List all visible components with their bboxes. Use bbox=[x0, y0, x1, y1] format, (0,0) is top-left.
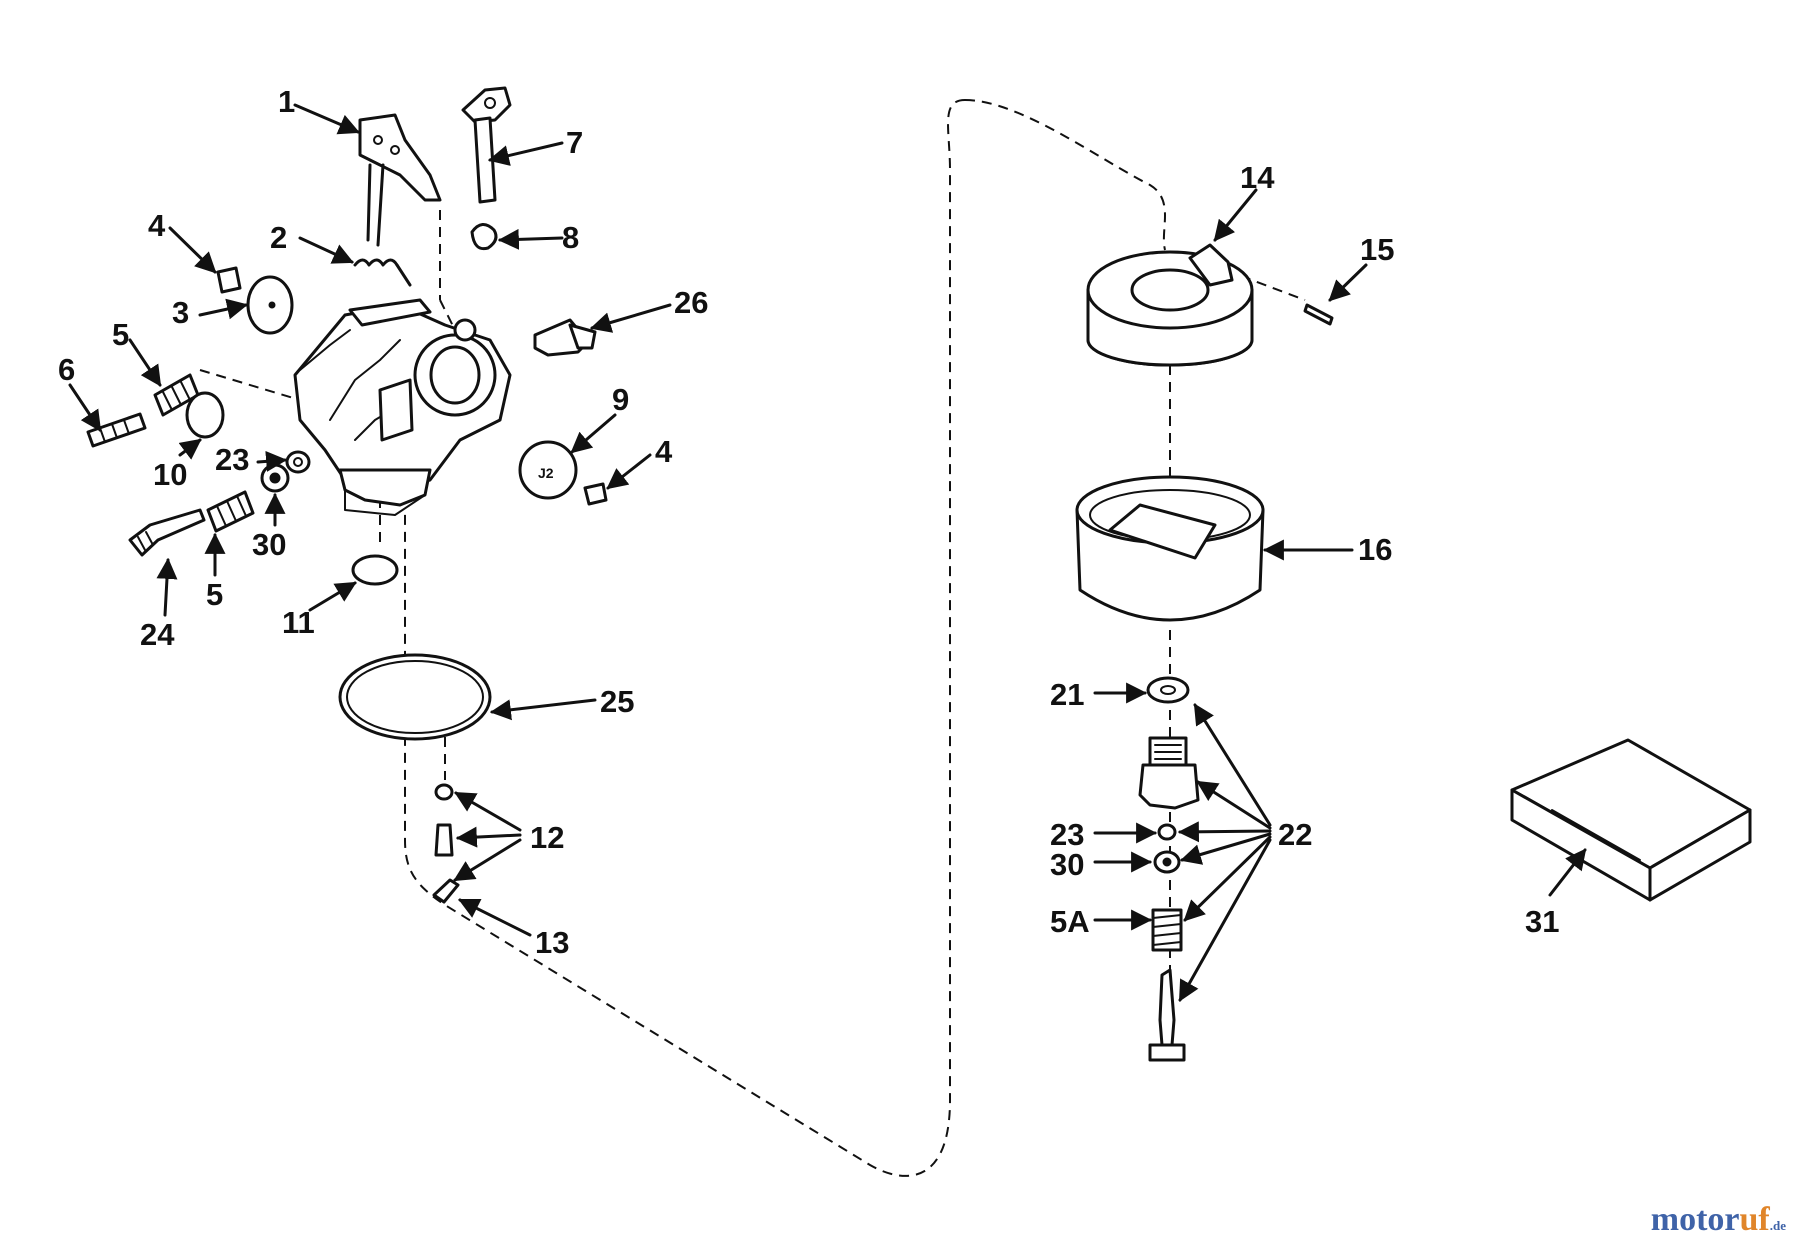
float-part bbox=[1086, 243, 1254, 367]
callout-labels: 1 7 8 2 4 3 5 6 10 23 30 5 24 11 26 9 4 … bbox=[58, 84, 1559, 960]
callout-14: 14 bbox=[1240, 160, 1275, 195]
right-seal-part bbox=[1153, 850, 1181, 874]
callout-7: 7 bbox=[566, 125, 583, 160]
bowl-gasket-part bbox=[338, 653, 492, 741]
watermark-logo: motoruf.de bbox=[1651, 1201, 1786, 1239]
callout-23a: 23 bbox=[215, 442, 249, 477]
bowl-nut-part bbox=[1138, 736, 1200, 810]
seal-part bbox=[260, 463, 290, 493]
needle-valve-part bbox=[128, 508, 206, 557]
callout-5b: 5 bbox=[206, 577, 223, 612]
needle-spring-part bbox=[153, 373, 255, 533]
callout-15: 15 bbox=[1360, 232, 1394, 267]
callout-24: 24 bbox=[140, 617, 175, 652]
shutter-screw-part bbox=[216, 266, 608, 506]
callout-25: 25 bbox=[600, 684, 634, 719]
watermark-part3: .de bbox=[1769, 1218, 1786, 1233]
o-ring-part bbox=[185, 391, 225, 439]
callout-22: 22 bbox=[1278, 817, 1312, 852]
gasket-kit-part bbox=[1510, 738, 1752, 902]
callout-5a: 5 bbox=[112, 317, 129, 352]
throttle-spring-part bbox=[353, 258, 412, 287]
needle-clip-part bbox=[432, 878, 460, 904]
callout-10: 10 bbox=[153, 457, 187, 492]
throttle-lever-part bbox=[358, 113, 442, 247]
carburetor-body bbox=[293, 298, 512, 516]
callout-5A: 5A bbox=[1050, 904, 1090, 939]
inlet-needle-part bbox=[434, 783, 454, 857]
callout-16: 16 bbox=[1358, 532, 1392, 567]
main-spring-part bbox=[1151, 908, 1183, 952]
svg-text:J2: J2 bbox=[538, 465, 554, 481]
choke-spring-part bbox=[470, 223, 498, 251]
float-pin-part bbox=[1303, 303, 1334, 326]
throttle-shutter-part bbox=[246, 275, 294, 335]
callout-30a: 30 bbox=[252, 527, 286, 562]
callout-2: 2 bbox=[270, 220, 287, 255]
callout-1: 1 bbox=[278, 84, 295, 119]
callout-21: 21 bbox=[1050, 677, 1084, 712]
callout-6: 6 bbox=[58, 352, 75, 387]
choke-shutter-part: J2 bbox=[518, 440, 578, 500]
callout-arrows bbox=[68, 103, 1587, 1002]
callout-23b: 23 bbox=[1050, 817, 1084, 852]
choke-lever-part bbox=[461, 86, 512, 204]
right-washer-part bbox=[1157, 823, 1177, 841]
watermark-part2: uf bbox=[1739, 1201, 1770, 1238]
callout-12: 12 bbox=[530, 820, 564, 855]
fuel-fitting-part bbox=[533, 318, 597, 357]
main-needle-part bbox=[1148, 968, 1186, 1062]
welch-plug-part bbox=[351, 554, 399, 586]
callout-8: 8 bbox=[562, 220, 579, 255]
washer-part bbox=[285, 450, 311, 474]
callout-30b: 30 bbox=[1050, 847, 1084, 882]
callout-4a: 4 bbox=[148, 208, 166, 243]
callout-31: 31 bbox=[1525, 904, 1559, 939]
bowl-washer-part bbox=[1146, 676, 1190, 704]
idle-screw-part bbox=[86, 412, 147, 448]
callout-4b: 4 bbox=[655, 434, 673, 469]
callout-13: 13 bbox=[535, 925, 569, 960]
callout-3: 3 bbox=[172, 295, 189, 330]
callout-9: 9 bbox=[612, 382, 629, 417]
callout-11: 11 bbox=[282, 605, 315, 640]
callout-26: 26 bbox=[674, 285, 708, 320]
watermark-part1: motor bbox=[1650, 1201, 1740, 1238]
float-bowl-part bbox=[1075, 475, 1265, 622]
